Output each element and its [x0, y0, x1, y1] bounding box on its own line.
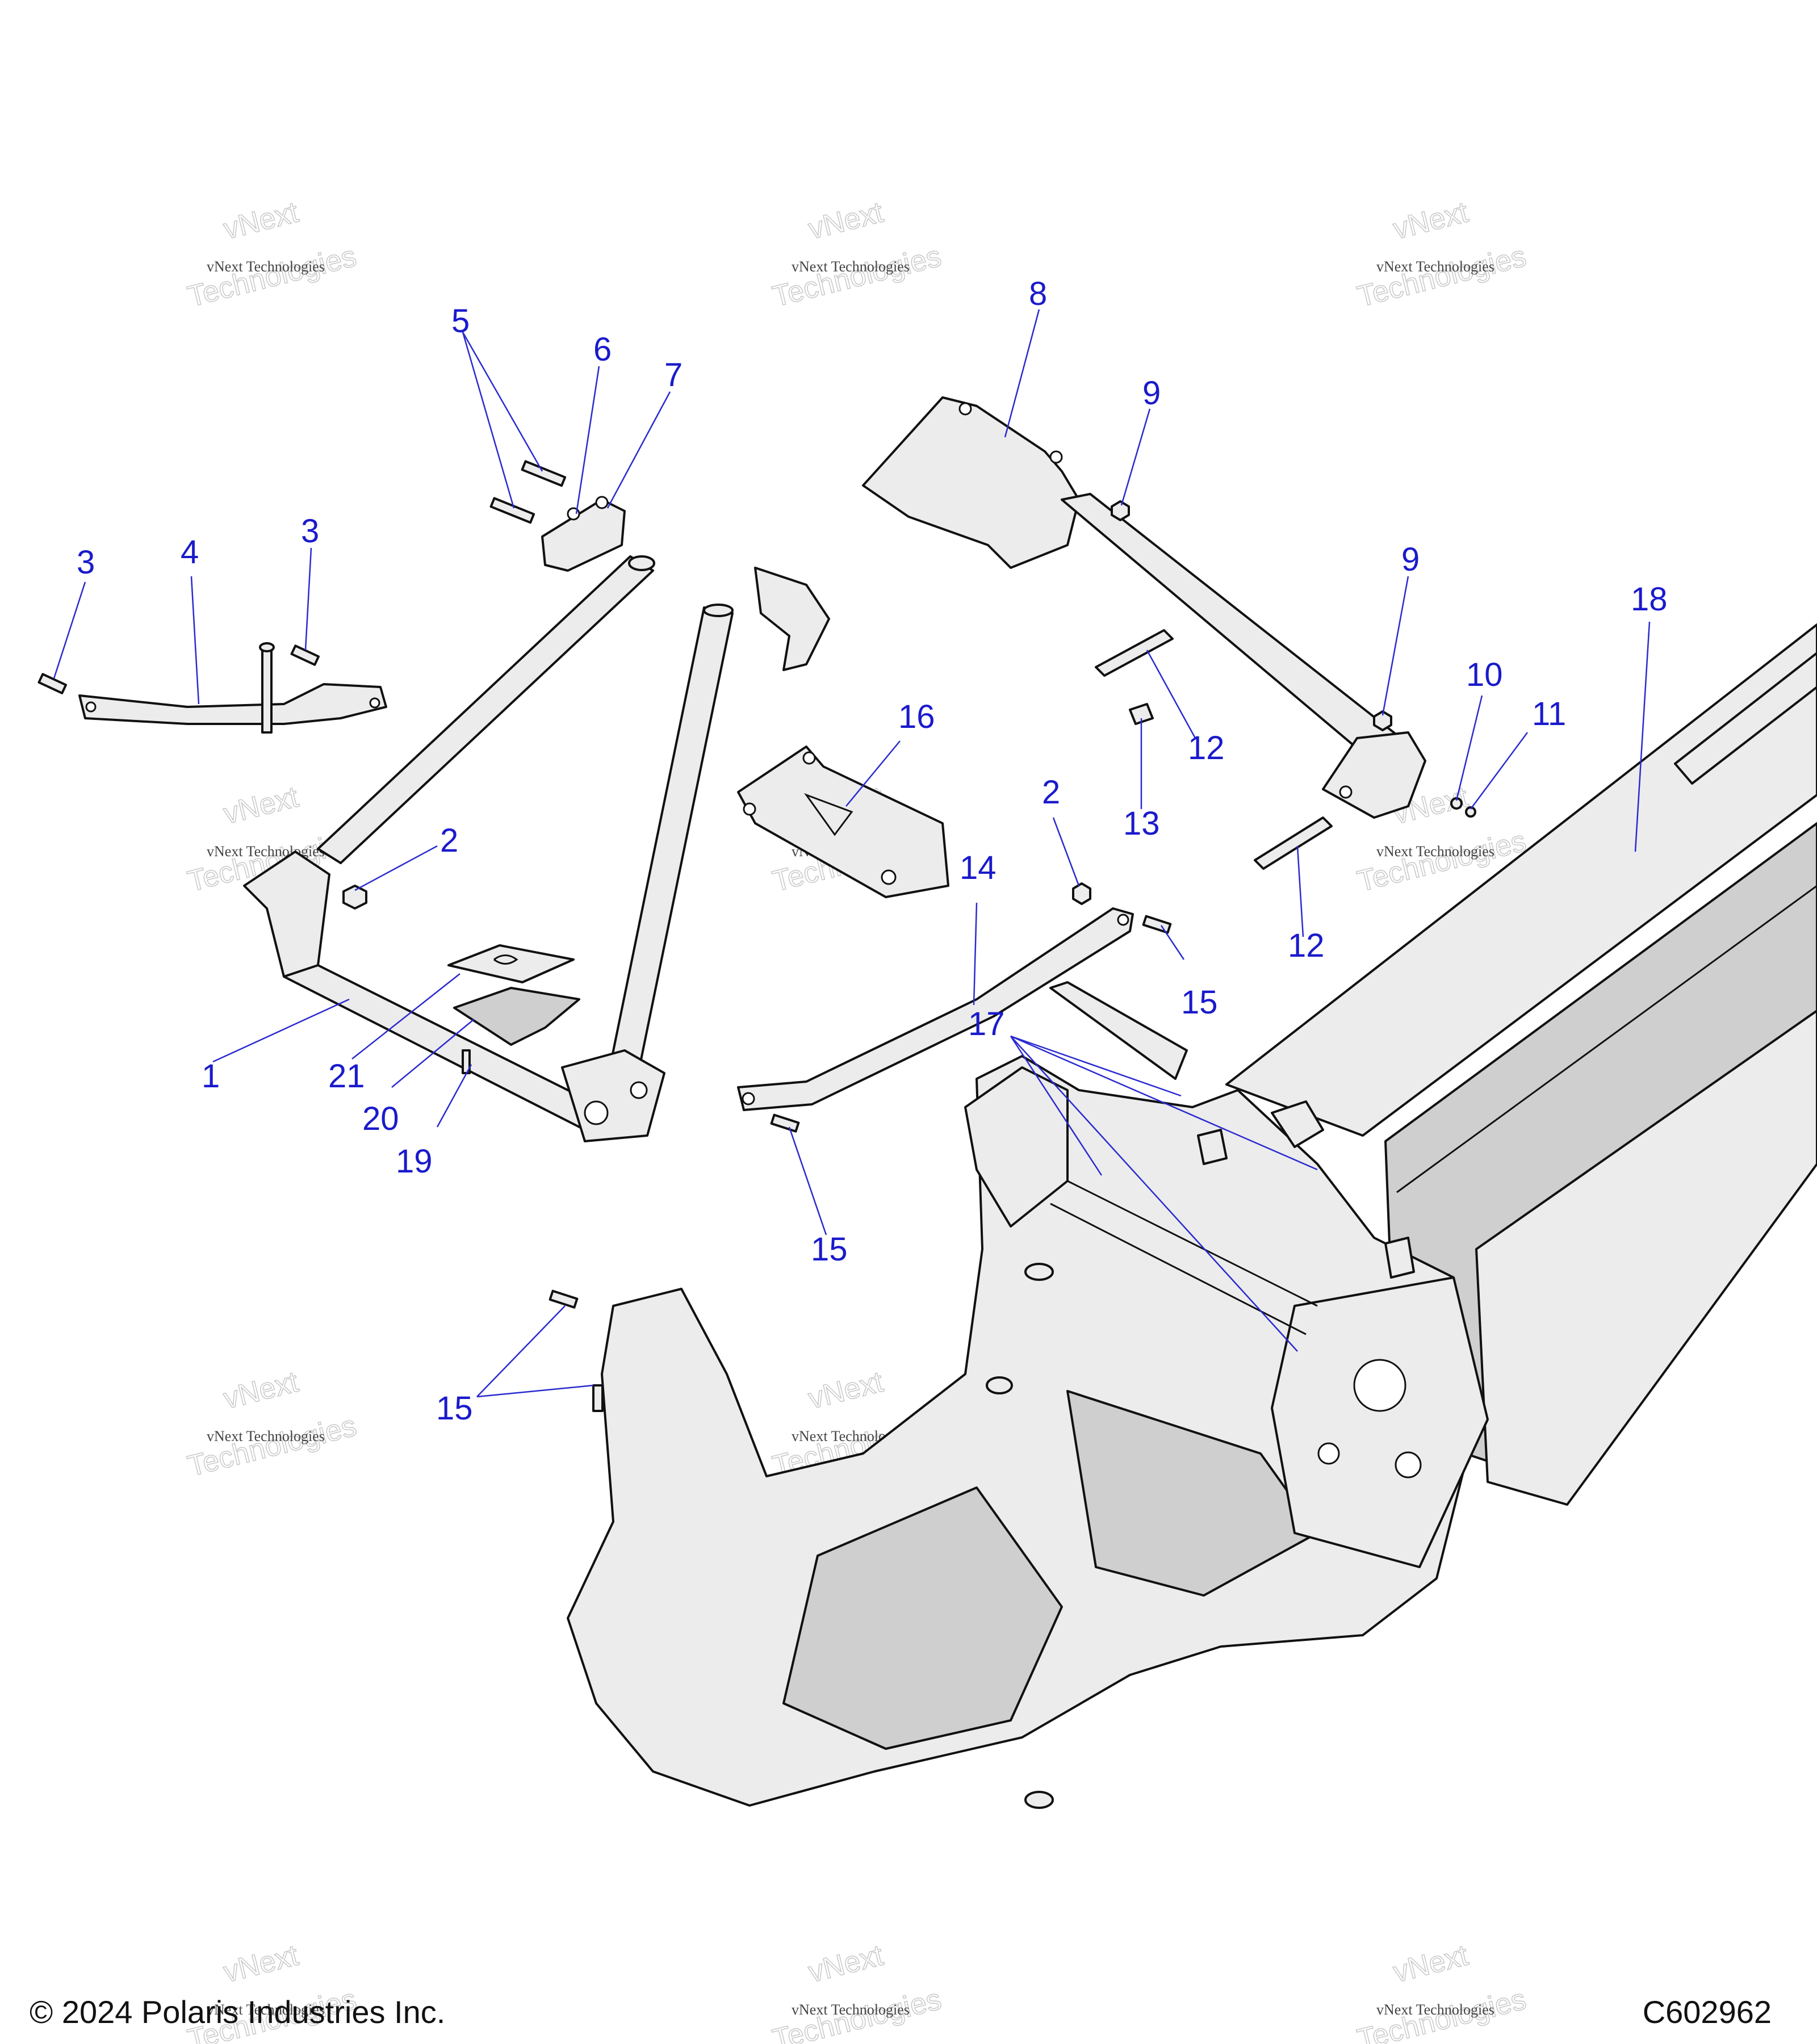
svg-text:vNext: vNext — [220, 781, 302, 831]
svg-text:vNext Technologies: vNext Technologies — [207, 258, 325, 275]
part-15-bolt-a — [1142, 915, 1172, 934]
main-chassis — [567, 981, 1489, 1809]
leader-lines — [53, 309, 1651, 1398]
callout-18: 18 — [1631, 581, 1668, 618]
part-21-plate — [447, 944, 575, 983]
figure-id: C602962 — [1642, 1994, 1772, 2030]
part-15-bolt-c — [549, 1289, 604, 1412]
svg-text:vNext Technologies: vNext Technologies — [1376, 843, 1494, 860]
callout-11: 11 — [1532, 696, 1566, 732]
callout-labels: 1 2 2 3 3 4 5 6 7 8 9 9 10 11 12 12 13 1… — [77, 275, 1668, 1427]
svg-text:vNext Technologies: vNext Technologies — [207, 2001, 325, 2018]
svg-text:vNext: vNext — [805, 1939, 887, 1989]
callout-9-lower: 9 — [1401, 541, 1420, 578]
part-11-washer — [1465, 806, 1476, 818]
callout-10: 10 — [1466, 656, 1503, 693]
part-2-nut-left — [342, 885, 367, 910]
callout-13: 13 — [1123, 805, 1160, 842]
part-15-bolt-b — [770, 1113, 800, 1133]
part-13-clip — [1129, 703, 1154, 725]
part-1-front-frame — [243, 555, 734, 1142]
svg-text:vNext: vNext — [220, 196, 302, 246]
callout-15-bottom: 15 — [436, 1390, 473, 1427]
part-4-bumper-bar — [78, 642, 387, 734]
callout-3-right: 3 — [301, 513, 319, 550]
part-12-strap-upper — [1095, 629, 1174, 677]
svg-text:vNext Technologies: vNext Technologies — [207, 843, 325, 860]
svg-text:Technologies: Technologies — [185, 1409, 360, 1483]
part-9-nut-lower — [1373, 710, 1392, 731]
copyright-notice: © 2024 Polaris Industries Inc. — [30, 1994, 446, 2030]
callout-8: 8 — [1029, 275, 1047, 312]
part-20-bracket — [453, 987, 580, 1046]
part-14-brace-bar — [737, 907, 1134, 1111]
part-2-nut-right — [1072, 882, 1091, 905]
part-9-nut-upper — [1111, 500, 1130, 521]
callout-19: 19 — [396, 1143, 433, 1180]
callout-6: 6 — [593, 331, 612, 368]
part-5-bolts — [489, 460, 567, 524]
part-3-bolt-right — [290, 644, 320, 666]
callout-3-left: 3 — [77, 544, 95, 581]
part-3-bolt-left — [37, 673, 68, 694]
svg-text:vNext Technologies: vNext Technologies — [207, 1428, 325, 1444]
svg-text:vNext: vNext — [220, 1366, 302, 1416]
svg-text:vNext: vNext — [805, 1366, 887, 1416]
svg-text:vNext: vNext — [220, 1939, 302, 1989]
callout-9-upper: 9 — [1142, 375, 1161, 412]
part-8-steering-support — [862, 396, 1426, 819]
part-12-strap-lower — [1254, 816, 1333, 870]
svg-text:Technologies: Technologies — [185, 240, 360, 313]
callout-7: 7 — [664, 357, 683, 393]
callout-17: 17 — [968, 1006, 1005, 1042]
callout-2-left: 2 — [440, 822, 458, 859]
part-6-7-bracket — [541, 496, 626, 572]
svg-text:vNext Technologies: vNext Technologies — [1376, 258, 1494, 275]
svg-text:vNext Technologies: vNext Technologies — [792, 2001, 910, 2018]
svg-text:Technologies: Technologies — [1354, 240, 1530, 313]
bracket-small — [754, 567, 830, 671]
callout-16: 16 — [898, 698, 935, 735]
svg-text:Technologies: Technologies — [769, 240, 945, 313]
callout-1: 1 — [202, 1058, 220, 1095]
callout-15-middle: 15 — [811, 1231, 848, 1268]
callout-4: 4 — [181, 534, 199, 571]
svg-text:vNext: vNext — [1390, 196, 1472, 246]
callout-2-right: 2 — [1042, 774, 1060, 811]
callout-12-upper: 12 — [1188, 730, 1225, 767]
callout-5: 5 — [451, 303, 470, 340]
callout-20: 20 — [362, 1100, 399, 1137]
svg-text:vNext Technologies: vNext Technologies — [792, 258, 910, 275]
svg-text:vNext Technologies: vNext Technologies — [1376, 2001, 1494, 2018]
part-16-plate — [737, 745, 949, 898]
callout-12-lower: 12 — [1288, 927, 1325, 964]
svg-text:vNext: vNext — [805, 196, 887, 246]
callout-21: 21 — [328, 1058, 365, 1095]
callout-15-right: 15 — [1181, 984, 1218, 1021]
callout-14: 14 — [960, 849, 997, 886]
svg-text:vNext: vNext — [1390, 1939, 1472, 1989]
